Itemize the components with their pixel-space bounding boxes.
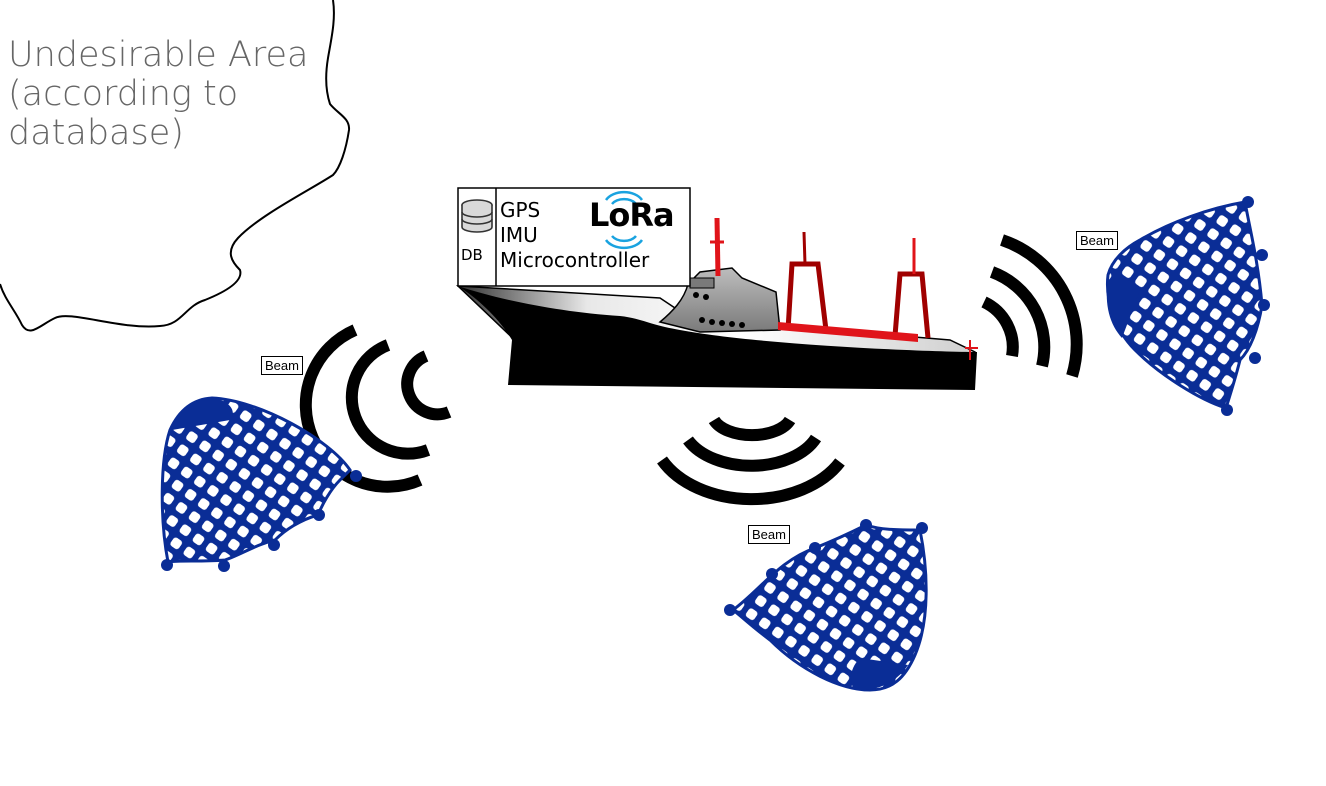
component-microcontroller: Microcontroller: [500, 248, 650, 272]
fishing-net-icon: [1105, 196, 1270, 416]
trawler-ship-icon: [455, 217, 978, 390]
undesirable-area-label: Undesirable Area (according to database): [8, 36, 309, 153]
lora-waves-icon: [604, 190, 644, 250]
lora-logo: LoRa: [589, 196, 675, 234]
undesirable-area-boundary: [0, 0, 351, 332]
db-label: DB: [461, 246, 483, 264]
area-label-line: Undesirable Area: [8, 35, 309, 75]
beam-label-bottom: Beam: [748, 525, 790, 544]
beam-label-left: Beam: [261, 356, 303, 375]
component-gps: GPS: [500, 198, 541, 222]
fishing-net-icon: [160, 396, 362, 572]
wifi-signal-icon: [981, 234, 1083, 378]
component-list: GPS IMU Microcontroller: [500, 198, 649, 273]
beam-label-right: Beam: [1076, 231, 1118, 250]
wifi-signal-icon: [657, 416, 845, 506]
area-label-line: database): [8, 113, 184, 153]
component-imu: IMU: [500, 223, 538, 247]
database-icon: [461, 199, 493, 233]
equipment-panel: [457, 187, 691, 287]
area-label-line: (according to: [8, 74, 239, 114]
fishing-net-icon: [724, 519, 928, 692]
